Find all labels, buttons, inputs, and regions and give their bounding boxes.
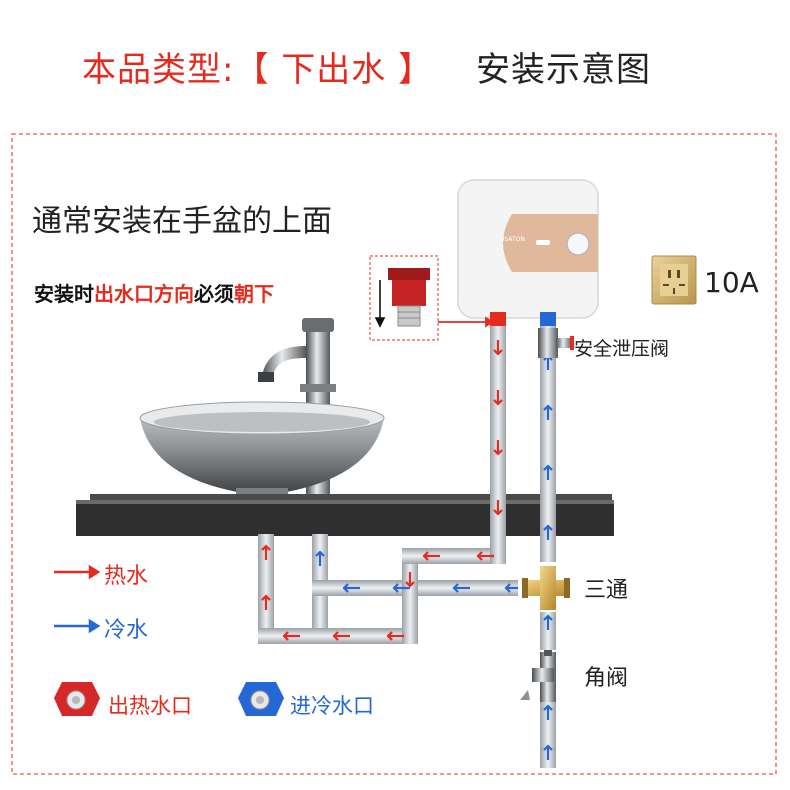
countertop: [76, 494, 614, 536]
wall-socket-icon: [652, 256, 696, 304]
pointer-arrow: [436, 318, 492, 326]
dashed-frame: [12, 134, 776, 774]
cold-arrow-icon: [54, 621, 98, 631]
water-heater: USATON: [458, 180, 598, 326]
safety-valve-icon: [538, 328, 574, 358]
tee-fitting-icon: [518, 562, 572, 612]
heater-brand: USATON: [500, 236, 525, 243]
hot-arrow-icon: [54, 567, 98, 577]
angle-valve-icon: [518, 650, 572, 702]
wash-basin: [140, 402, 384, 498]
blue-inlet-fitting-icon: [238, 682, 284, 716]
red-outlet-fitting-icon: [54, 682, 100, 716]
